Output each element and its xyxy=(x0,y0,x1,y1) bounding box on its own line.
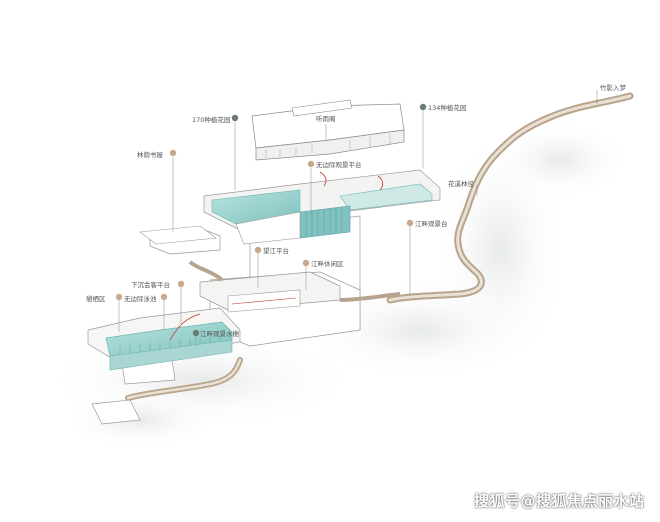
label-sitting-area: 憩栖区 xyxy=(86,294,106,303)
label-bamboo-entry: 竹影入梦 xyxy=(600,83,627,92)
label-rain-shelter: 听雨阁 xyxy=(316,114,336,123)
label-river-leisure: 江畔休闲区 xyxy=(311,259,344,268)
top-pavilion xyxy=(251,99,405,161)
label-garden-170: 170种植花园 xyxy=(192,115,230,124)
diagram-labels: 竹影入梦 花溪林径 170种植花园 134种植花园 听雨阁 无边际观景平台 林荫… xyxy=(86,83,627,338)
lower-terrace xyxy=(87,307,241,371)
label-river-view: 江畔观景台 xyxy=(415,219,448,228)
middle-level xyxy=(188,260,401,313)
location-markers xyxy=(115,103,427,337)
label-flower-path: 花溪林径 xyxy=(448,179,475,188)
leader-lines xyxy=(118,90,598,346)
label-infinity-pool: 无边际泳池 xyxy=(124,294,157,303)
label-garden-134: 134种植花园 xyxy=(428,103,466,112)
label-infinity-terrace: 无边际观景平台 xyxy=(316,160,362,169)
label-river-water-pavilion: 江畔观景水榭 xyxy=(200,329,240,338)
upper-terrace xyxy=(139,169,441,245)
label-viewing-platform: 望江平台 xyxy=(263,246,289,255)
watermark-text: 搜狐号@搜狐焦点丽水站 xyxy=(474,492,645,510)
winding-path xyxy=(125,92,634,401)
label-forest-reading: 林荫书屋 xyxy=(137,150,164,159)
label-sunken-terrace: 下沉会客平台 xyxy=(131,280,170,289)
